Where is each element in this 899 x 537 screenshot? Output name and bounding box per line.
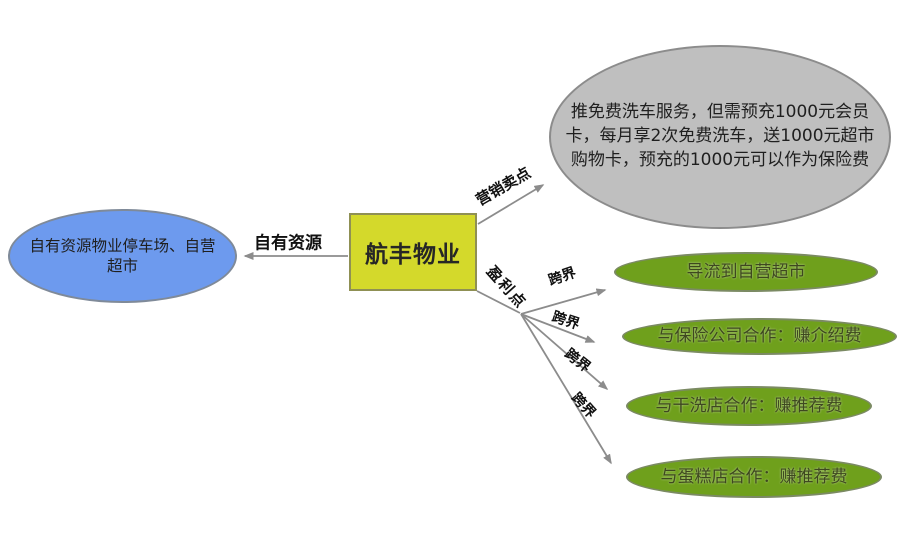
node-hangfeng-property[interactable]: 航丰物业 xyxy=(349,213,477,291)
node-profit-supermarket-label: 导流到自营超市 xyxy=(686,261,806,282)
connector-cross-1 xyxy=(520,288,607,315)
connector-profit-stem xyxy=(476,290,521,314)
node-profit-supermarket[interactable]: 导流到自营超市 xyxy=(614,252,878,292)
node-profit-drycleaner[interactable]: 与干洗店合作：赚推荐费 xyxy=(626,386,872,426)
connector-cross-2 xyxy=(520,313,596,343)
node-profit-cakeshop-label: 与蛋糕店合作：赚推荐费 xyxy=(660,466,848,487)
node-carwash-offer-label: 推免费洗车服务，但需预充1000元会员卡，每月享2次免费洗车，送1000元超市购… xyxy=(565,102,875,170)
node-profit-cakeshop[interactable]: 与蛋糕店合作：赚推荐费 xyxy=(626,456,882,498)
connector-cross-3 xyxy=(520,313,609,390)
node-carwash-offer[interactable]: 推免费洗车服务，但需预充1000元会员卡，每月享2次免费洗车，送1000元超市购… xyxy=(549,45,891,229)
node-profit-insurance[interactable]: 与保险公司合作：赚介绍费 xyxy=(622,318,897,355)
node-profit-drycleaner-label: 与干洗店合作：赚推荐费 xyxy=(655,395,843,416)
edge-label-own-resources: 自有资源 xyxy=(254,233,322,254)
node-profit-insurance-label: 与保险公司合作：赚介绍费 xyxy=(657,326,862,347)
connector-marketing xyxy=(477,184,545,225)
node-own-resources-label: 自有资源物业停车场、自营超市 xyxy=(29,236,216,275)
connector-cross-4 xyxy=(520,313,612,465)
node-own-resources[interactable]: 自有资源物业停车场、自营超市 xyxy=(8,209,237,303)
node-hangfeng-property-label: 航丰物业 xyxy=(365,242,461,268)
